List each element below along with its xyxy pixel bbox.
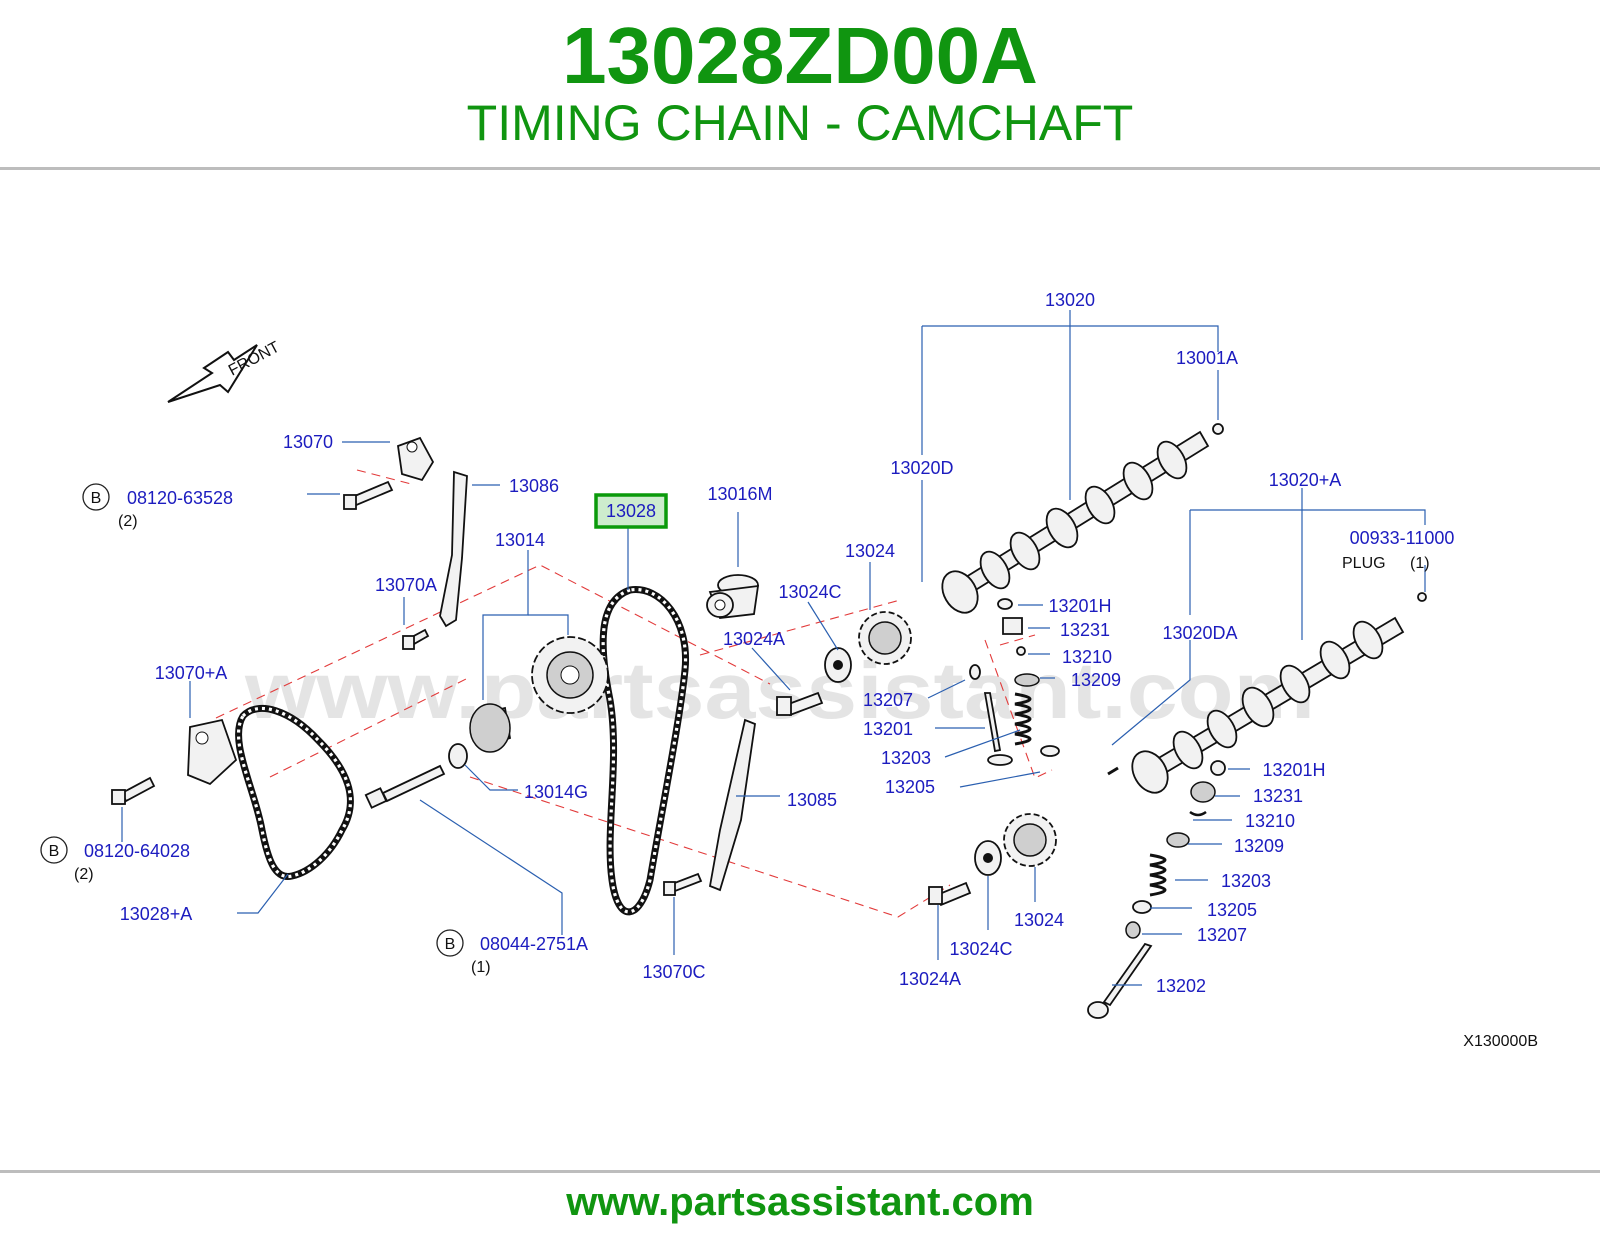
tensioner-13070: [343, 436, 435, 510]
svg-text:B: B: [49, 843, 60, 860]
chain-guide-13085: [708, 718, 756, 892]
callout-13201h-lower[interactable]: 13201H: [1262, 760, 1325, 780]
callout-13014g[interactable]: 13014G: [524, 782, 588, 802]
timing-chain-13028a: [235, 704, 354, 880]
callout-13001a[interactable]: 13001A: [1176, 348, 1238, 368]
callout-13209-lower[interactable]: 13209: [1234, 836, 1284, 856]
leader-lines: [121, 310, 1426, 986]
callout-13020da[interactable]: 13020DA: [1162, 623, 1237, 643]
chain-guide-13086: [439, 470, 468, 628]
callout-13205-upper[interactable]: 13205: [885, 777, 935, 797]
callout-13070pa[interactable]: 13070+A: [155, 663, 228, 683]
page-title: TIMING CHAIN - CAMCHAFT: [466, 95, 1134, 151]
callout-13014[interactable]: 13014: [495, 530, 545, 550]
callout-13024c-upper[interactable]: 13024C: [778, 582, 841, 602]
callout-13016m[interactable]: 13016M: [707, 484, 772, 504]
camshaft-upper: [941, 423, 1224, 614]
callout-13210-upper[interactable]: 13210: [1062, 647, 1112, 667]
bolt-marker-3: B: [436, 929, 464, 957]
header-divider: [0, 167, 1600, 170]
callout-13086[interactable]: 13086: [509, 476, 559, 496]
callout-08120-64028-quantity: (2): [74, 866, 94, 883]
callout-08120-63528-quantity: (2): [118, 513, 138, 530]
callout-13201[interactable]: 13201: [863, 719, 913, 739]
callout-13020pa[interactable]: 13020+A: [1269, 470, 1342, 490]
bolt-13070c: [663, 872, 703, 896]
sprocket-13014: [448, 636, 609, 769]
callout-13207-upper[interactable]: 13207: [863, 690, 913, 710]
illustration-code: X130000B: [1463, 1033, 1538, 1050]
callout-08120-63528[interactable]: 08120-63528: [127, 488, 233, 508]
front-label: FRONT: [226, 339, 283, 380]
front-arrow-icon: FRONT: [167, 339, 283, 403]
callout-13231-upper[interactable]: 13231: [1060, 620, 1110, 640]
callout-13085[interactable]: 13085: [787, 790, 837, 810]
callout-13201h-upper[interactable]: 13201H: [1048, 596, 1111, 616]
timing-chain-13028: [599, 586, 690, 916]
callout-13020d[interactable]: 13020D: [890, 458, 953, 478]
plug-quantity: (1): [1410, 555, 1430, 572]
callout-13209-upper[interactable]: 13209: [1071, 670, 1121, 690]
bolt-08044: [364, 764, 446, 809]
callout-13202[interactable]: 13202: [1156, 976, 1206, 996]
callout-labels: 13020 13001A 13020D 13020+A 00933-11000 …: [74, 290, 1454, 996]
callout-13070c[interactable]: 13070C: [642, 962, 705, 982]
callout-13210-lower[interactable]: 13210: [1245, 811, 1295, 831]
cam-sprocket-lower: [928, 813, 1057, 907]
callout-08044-2751a[interactable]: 08044-2751A: [480, 934, 588, 954]
bushing-13016m: [706, 574, 760, 619]
callout-13028pa[interactable]: 13028+A: [120, 904, 193, 924]
callout-13070[interactable]: 13070: [283, 432, 333, 452]
bolt-marker-2: B: [40, 836, 68, 864]
bolt-marker-1: B: [82, 483, 110, 511]
plug-label: PLUG: [1342, 555, 1386, 572]
callout-08044-2751a-quantity: (1): [471, 959, 491, 976]
site-url[interactable]: www.partsassistant.com: [566, 1180, 1034, 1224]
part-number: 13028ZD00A: [562, 11, 1038, 100]
parts-diagram: www.partsassistant.com FRONT: [40, 290, 1538, 1050]
callout-13028[interactable]: 13028: [606, 501, 656, 521]
cam-sprocket-upper: [776, 611, 912, 717]
callout-13024a-upper[interactable]: 13024A: [723, 629, 785, 649]
callout-13203-lower[interactable]: 13203: [1221, 871, 1271, 891]
callout-13024-lower[interactable]: 13024: [1014, 910, 1064, 930]
callout-13024-upper[interactable]: 13024: [845, 541, 895, 561]
callout-13070a[interactable]: 13070A: [375, 575, 437, 595]
callout-13020[interactable]: 13020: [1045, 290, 1095, 310]
svg-text:B: B: [91, 490, 102, 507]
svg-text:B: B: [445, 936, 456, 953]
footer-divider: [0, 1170, 1600, 1173]
callout-13205-lower[interactable]: 13205: [1207, 900, 1257, 920]
watermark: www.partsassistant.com: [244, 646, 1315, 735]
camshaft-lower: [1107, 592, 1427, 794]
valve-train-upper: [969, 598, 1060, 766]
valve-train-lower: [1087, 760, 1226, 1019]
callout-13207-lower[interactable]: 13207: [1197, 925, 1247, 945]
callout-00933-11000[interactable]: 00933-11000: [1350, 528, 1455, 548]
callout-08120-64028[interactable]: 08120-64028: [84, 841, 190, 861]
bolt-13070a: [402, 628, 430, 650]
callout-13231-lower[interactable]: 13231: [1253, 786, 1303, 806]
callout-13203-upper[interactable]: 13203: [881, 748, 931, 768]
callout-13024c-lower[interactable]: 13024C: [949, 939, 1012, 959]
selected-part-highlight: [594, 493, 668, 529]
tensioner-13070a: [111, 718, 238, 805]
callout-13024a-lower[interactable]: 13024A: [899, 969, 961, 989]
